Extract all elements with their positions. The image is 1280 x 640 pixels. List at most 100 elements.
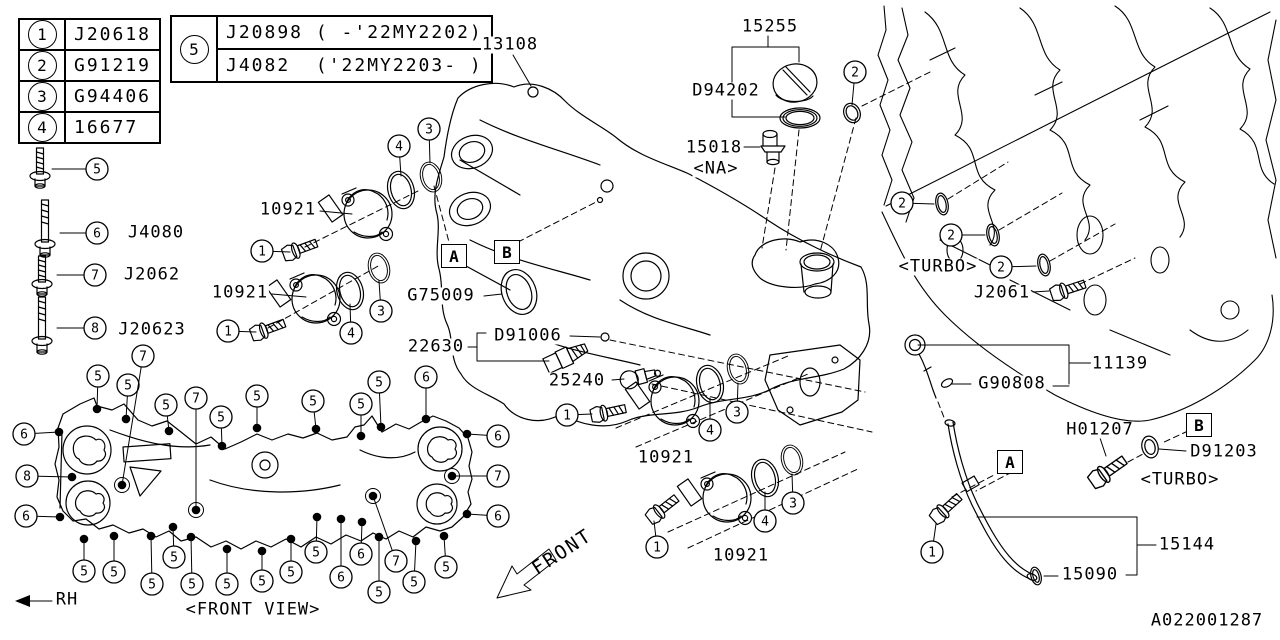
clamp-15090-icon [1030, 566, 1042, 586]
callout-number: 6 [422, 371, 430, 386]
legend-row: 4 16677 [20, 111, 160, 142]
bolt-7-icon [31, 255, 53, 297]
seal-g90808-icon [940, 378, 954, 388]
bolt-h01207-icon [1085, 451, 1131, 492]
callout-number: 5 [287, 566, 295, 581]
valve-10921-icon [265, 272, 342, 327]
legend-row: 2 G91219 [20, 49, 160, 80]
bolt-dot [168, 522, 178, 532]
callout-number: 5 [179, 34, 209, 64]
bolt-dot [286, 534, 296, 544]
callout-number: 5 [223, 578, 231, 593]
callout-number: 5 [410, 576, 418, 591]
callout-number: 7 [139, 350, 147, 365]
callout-circle-7 [384, 549, 408, 573]
oil-seal-g75009-icon [500, 269, 538, 315]
callout-number: 7 [91, 269, 99, 284]
callout-number: 1 [653, 541, 661, 556]
callout-circle-6 [486, 504, 510, 528]
callout-number: 7 [392, 555, 400, 570]
label-d91006-gasket: D91006 [493, 325, 563, 346]
callout-number: 6 [337, 571, 345, 586]
callout-circle-5 [301, 389, 325, 413]
bolt-dot [222, 544, 232, 554]
small-parts-art [29, 63, 1159, 586]
part-code-with-range: J20898 ( -'22MY2202) [226, 22, 483, 43]
callout-circle-7 [486, 464, 510, 488]
callout-number: 5 [188, 578, 196, 593]
valve-10921-icon [676, 471, 753, 526]
part-code-with-range: J4082 ('22MY2203- ) [218, 48, 491, 81]
callout-circle-4 [753, 509, 777, 533]
label-22630-sensor: 22630 [406, 336, 466, 357]
callout-circle-3 [369, 299, 393, 323]
callout-circle-5 [245, 384, 269, 408]
callout-circle-1 [216, 319, 240, 343]
callout-circle-3 [781, 491, 805, 515]
callout-circle-5 [85, 157, 109, 181]
label-15090-clamp: 15090 [1060, 564, 1120, 585]
washer-d91006-icon [600, 332, 610, 342]
callout-number: 7 [192, 392, 200, 407]
bolt-dot [368, 491, 378, 501]
callout-number: 3 [733, 406, 741, 421]
callout-circle-6 [329, 565, 353, 589]
callout-number: 6 [494, 430, 502, 445]
label-j2062-bolt: J2062 [122, 264, 182, 285]
bolt-dot [186, 532, 196, 542]
callout-circle-5 [279, 560, 303, 584]
callout-circle-5 [367, 370, 391, 394]
callout-circle-2 [843, 60, 867, 84]
oil-level-gauge-icon [904, 334, 937, 399]
bolt-dot [117, 480, 127, 490]
callout-number: 8 [23, 470, 31, 485]
sensor-22630-icon [542, 343, 589, 374]
callout-number: 6 [20, 428, 28, 443]
bolt-dot [217, 441, 227, 451]
guide-tube-icon [944, 419, 1038, 581]
bolt-dot [121, 414, 131, 424]
cap-seal-d94202-icon [779, 107, 821, 129]
callout-number: 8 [91, 322, 99, 337]
label-g90808-seal: G90808 [977, 373, 1047, 394]
callout-number: 4 [395, 140, 403, 155]
callout-number: 1 [563, 409, 571, 424]
callout-circle-8 [15, 464, 39, 488]
callout-number: 5 [94, 370, 102, 385]
bolt-1-icon [280, 234, 320, 264]
bolt-dot [252, 423, 262, 433]
label-25240-switch: 25240 [547, 370, 607, 391]
callout-number: 3 [425, 123, 433, 138]
callout-circle-6 [486, 424, 510, 448]
label-10921-valve: 10921 [711, 545, 771, 566]
callout-circle-4 [339, 321, 363, 345]
callout-number: 6 [494, 510, 502, 525]
bolt-dot [54, 427, 64, 437]
bolt-dot [462, 509, 472, 519]
label-turbo-variant: <TURBO> [897, 256, 979, 277]
ref-box-b: B [1186, 413, 1212, 437]
callout-number: 5 [148, 578, 156, 593]
callout-circle-5 [140, 572, 164, 596]
valve-10921-icon [317, 187, 394, 242]
label-10921-valve: 10921 [636, 447, 696, 468]
callout-circle-5 [162, 545, 186, 569]
callout-circle-7 [83, 263, 107, 287]
label-rh-direction: RH [54, 589, 80, 610]
callout-circle-1 [645, 535, 669, 559]
callout-circle-6 [349, 542, 373, 566]
switch-25240-icon [619, 368, 662, 390]
callout-circle-6 [85, 221, 109, 245]
label-h01207-bolt: H01207 [1065, 419, 1135, 440]
label-15255-oil-filler-cap: 15255 [740, 16, 800, 37]
callout-circle-2 [989, 255, 1013, 279]
label-11139-oil-level-gauge: 11139 [1090, 353, 1150, 374]
ref-box-b: B [494, 240, 520, 264]
bolt-dot [411, 536, 421, 546]
oil-filler-cap-icon [772, 63, 818, 103]
callout-number: 5 [357, 398, 365, 413]
callout-number: 6 [22, 510, 30, 525]
bolt-dot [462, 429, 472, 439]
